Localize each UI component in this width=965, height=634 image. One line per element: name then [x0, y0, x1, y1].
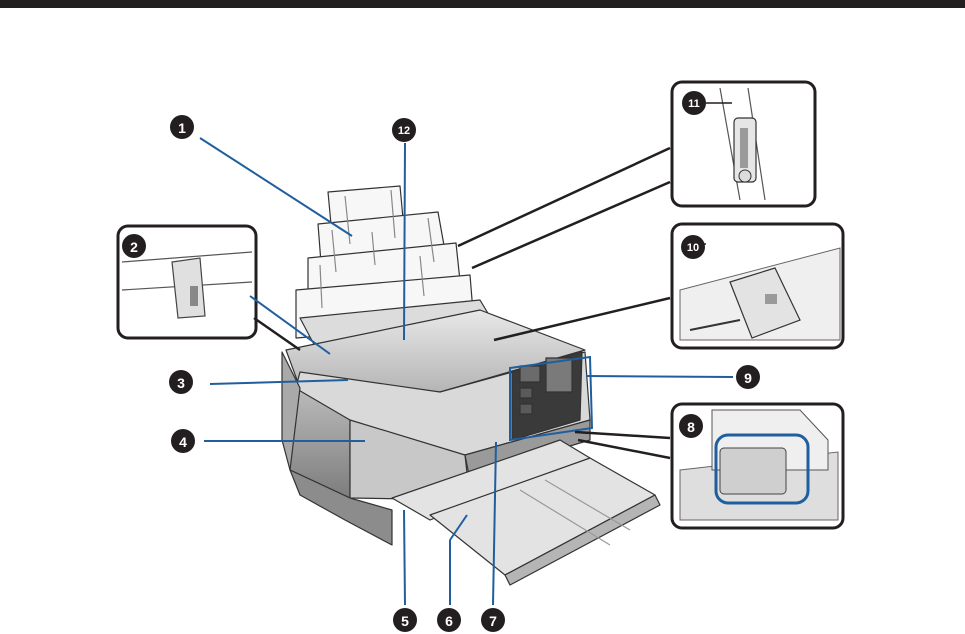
- callout-number-9: 9: [744, 370, 752, 386]
- callout-12: 12: [392, 118, 416, 142]
- callout-11: 11: [682, 91, 706, 115]
- callout-number-12: 12: [398, 125, 410, 137]
- callout-number-2: 2: [130, 239, 138, 255]
- callout-number-1: 1: [178, 120, 186, 136]
- callout-number-7: 7: [489, 613, 497, 629]
- callout-number-5: 5: [401, 613, 409, 629]
- callout-10: 10: [681, 235, 705, 259]
- callout-number-10: 10: [687, 242, 699, 254]
- callout-7: 7: [481, 608, 505, 632]
- callout-number-6: 6: [445, 613, 453, 629]
- callout-8: 8: [679, 414, 703, 438]
- callout-5: 5: [393, 608, 417, 632]
- callout-number-11: 11: [688, 98, 700, 110]
- callout-number-4: 4: [179, 434, 187, 450]
- callout-4: 4: [171, 429, 195, 453]
- printer: [282, 186, 660, 585]
- callout-1: 1: [170, 115, 194, 139]
- callout-9: 9: [736, 365, 760, 389]
- callout-3: 3: [169, 370, 193, 394]
- callout-6: 6: [437, 608, 461, 632]
- callout-number-8: 8: [687, 419, 695, 435]
- callout-number-3: 3: [177, 375, 185, 391]
- callout-2: 2: [122, 234, 146, 258]
